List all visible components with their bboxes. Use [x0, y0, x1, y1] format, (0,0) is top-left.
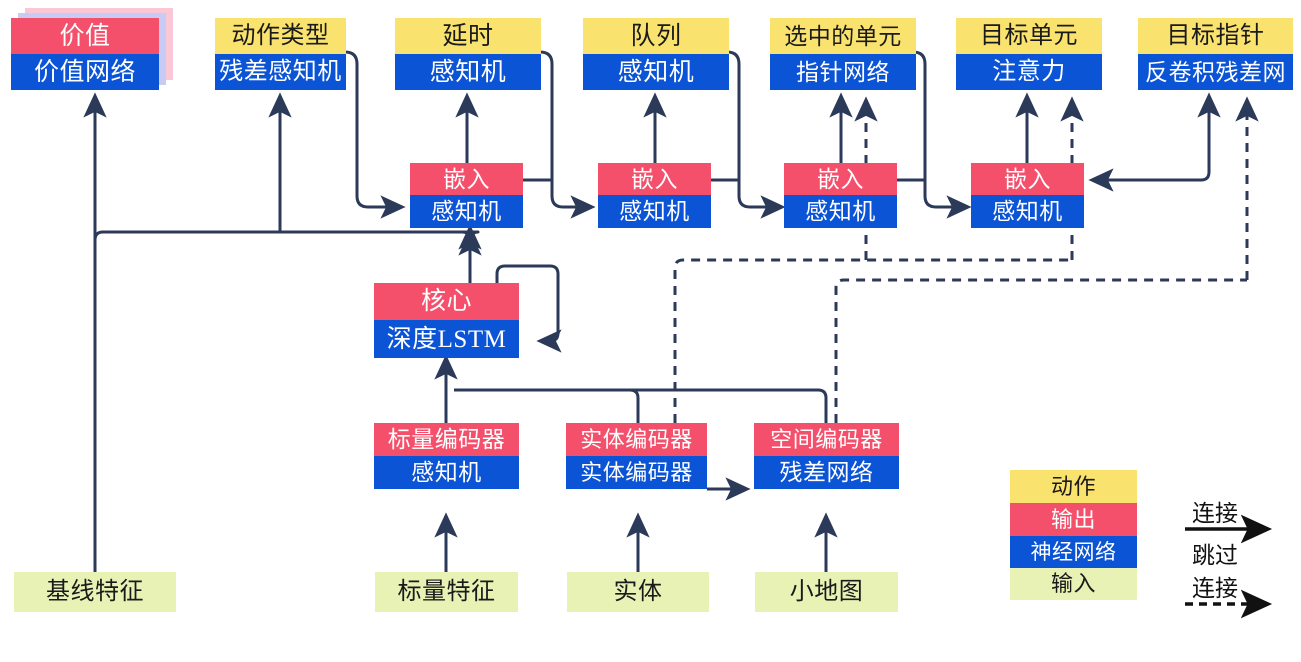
node-delay-bottom: 感知机 [395, 54, 541, 90]
node-entities[interactable]: 实体 [567, 572, 709, 612]
node-value-bottom: 价值网络 [11, 54, 159, 90]
node-entity-encoder[interactable]: 实体编码器 实体编码器 [566, 423, 707, 489]
skip-connections [673, 96, 1259, 423]
node-embed-3-top: 嵌入 [784, 163, 897, 195]
node-minimap[interactable]: 小地图 [755, 572, 898, 612]
node-action-type-bottom: 残差感知机 [215, 54, 346, 90]
node-embed-4-top: 嵌入 [971, 163, 1084, 195]
node-target-unit-bottom: 注意力 [956, 54, 1102, 90]
node-embed-3[interactable]: 嵌入 感知机 [784, 163, 897, 228]
node-selected-units[interactable]: 选中的单元 指针网络 [770, 18, 916, 90]
node-embed-1-top: 嵌入 [410, 163, 523, 195]
legend-swatches: 动作 输出 神经网络 输入 [1010, 470, 1137, 600]
node-entity-encoder-bottom: 实体编码器 [566, 456, 707, 489]
node-core-top: 核心 [374, 283, 519, 320]
wire-core-recurrent [495, 264, 562, 353]
legend-connection-label: 连接 [1192, 501, 1238, 526]
node-delay-top: 延时 [395, 18, 541, 54]
node-embed-1-bottom: 感知机 [410, 195, 523, 228]
wire-selected-to-embed4 [912, 50, 972, 219]
node-queued[interactable]: 队列 感知机 [583, 18, 729, 90]
node-target-unit-top: 目标单元 [956, 18, 1102, 54]
legend-swatch-action: 动作 [1010, 470, 1137, 503]
node-entity-encoder-top: 实体编码器 [566, 423, 707, 456]
node-embed-2[interactable]: 嵌入 感知机 [598, 163, 711, 228]
wire-queued-to-embed3 [726, 50, 786, 219]
node-spatial-encoder-bottom: 残差网络 [754, 456, 899, 489]
node-value-top: 价值 [11, 18, 159, 54]
node-selected-units-bottom: 指针网络 [770, 54, 916, 90]
node-scalar-encoder[interactable]: 标量编码器 感知机 [374, 423, 519, 489]
node-value[interactable]: 价值 价值网络 [11, 18, 159, 90]
legend-swatch-output: 输出 [1010, 503, 1137, 536]
wire-delay-to-embed2 [539, 50, 596, 219]
node-scalar-features[interactable]: 标量特征 [375, 572, 518, 612]
node-target-pointer[interactable]: 目标指针 反卷积残差网 [1138, 18, 1293, 90]
node-spatial-encoder[interactable]: 空间编码器 残差网络 [754, 423, 899, 489]
node-embed-4-bottom: 感知机 [971, 195, 1084, 228]
node-scalar-encoder-top: 标量编码器 [374, 423, 519, 456]
node-core-bottom: 深度LSTM [374, 320, 519, 358]
node-target-pointer-bottom: 反卷积残差网 [1138, 54, 1293, 90]
node-queued-top: 队列 [583, 18, 729, 54]
node-target-unit[interactable]: 目标单元 注意力 [956, 18, 1102, 90]
node-queued-bottom: 感知机 [583, 54, 729, 90]
node-action-type-top: 动作类型 [215, 18, 346, 54]
legend-skip-label-line2: 连接 [1192, 576, 1238, 601]
legend-skip-label-line1: 跳过 [1192, 543, 1238, 568]
node-baseline-features[interactable]: 基线特征 [14, 572, 176, 612]
legend-swatch-input: 输入 [1010, 568, 1137, 600]
node-embed-1[interactable]: 嵌入 感知机 [410, 163, 523, 228]
legend-swatch-network: 神经网络 [1010, 536, 1137, 568]
legend-arrows [1185, 514, 1273, 619]
wire-actiontype-to-embed1 [344, 50, 406, 219]
node-scalar-encoder-bottom: 感知机 [374, 456, 519, 489]
node-embed-4[interactable]: 嵌入 感知机 [971, 163, 1084, 228]
node-selected-units-top: 选中的单元 [770, 18, 916, 54]
node-delay[interactable]: 延时 感知机 [395, 18, 541, 90]
node-target-pointer-top: 目标指针 [1138, 18, 1293, 54]
node-spatial-encoder-top: 空间编码器 [754, 423, 899, 456]
node-action-type[interactable]: 动作类型 残差感知机 [215, 18, 346, 90]
node-core[interactable]: 核心 深度LSTM [374, 283, 519, 358]
node-embed-3-bottom: 感知机 [784, 195, 897, 228]
wire-targetpointer-to-embed4 [1088, 96, 1211, 192]
node-embed-2-top: 嵌入 [598, 163, 711, 195]
node-embed-2-bottom: 感知机 [598, 195, 711, 228]
